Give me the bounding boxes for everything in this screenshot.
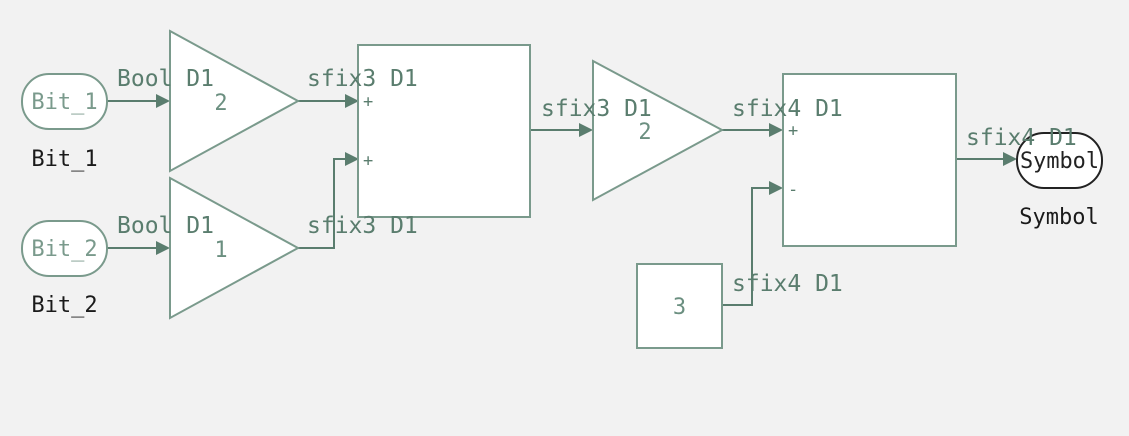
- sum-block-2-sign-1: +: [788, 121, 798, 141]
- sum-block-1-sign-1: +: [363, 92, 373, 112]
- wire-sum2-to-symbol[interactable]: [956, 152, 1017, 166]
- inport-bit1-caption: Bit_1: [31, 147, 97, 172]
- constant-block-value: 3: [673, 295, 686, 320]
- gain-block-2-value: 1: [214, 238, 227, 263]
- inport-bit2-caption: Bit_2: [31, 293, 97, 318]
- gain-block-3[interactable]: 2: [592, 59, 725, 202]
- inport-bit1[interactable]: Bit_1: [21, 73, 108, 130]
- wire-sum1-to-gain3[interactable]: [530, 123, 593, 137]
- gain-block-2[interactable]: 1: [169, 176, 301, 320]
- sum-block-1[interactable]: + +: [357, 44, 531, 218]
- wire-gain3-to-sum2[interactable]: [722, 123, 783, 137]
- sum-block-2-sign-2: -: [788, 180, 798, 200]
- signal-label-gain1: sfix3 D1: [307, 66, 418, 92]
- constant-block[interactable]: 3: [636, 263, 723, 349]
- gain-block-1-value: 2: [214, 91, 227, 116]
- signal-label-sum2: sfix4 D1: [966, 125, 1077, 151]
- inport-bit2[interactable]: Bit_2: [21, 220, 108, 277]
- outport-symbol-caption: Symbol: [1019, 205, 1098, 230]
- wire-constant-to-sum2[interactable]: [722, 181, 783, 306]
- signal-label-constant: sfix4 D1: [732, 271, 843, 297]
- signal-label-bit2: Bool D1: [117, 213, 214, 239]
- sum-block-2[interactable]: + -: [782, 73, 957, 247]
- outport-symbol[interactable]: Symbol: [1016, 132, 1103, 189]
- signal-label-gain3: sfix4 D1: [732, 96, 843, 122]
- wire-bit1-to-gain1[interactable]: [107, 94, 170, 108]
- inport-bit1-label: Bit_1: [31, 90, 97, 115]
- wire-bit2-to-gain2[interactable]: [107, 241, 170, 255]
- signal-label-bit1: Bool D1: [117, 66, 214, 92]
- signal-label-gain2: sfix3 D1: [307, 213, 418, 239]
- gain-block-3-value: 2: [638, 120, 651, 145]
- wire-gain1-to-sum1[interactable]: [298, 94, 359, 108]
- outport-symbol-label: Symbol: [1020, 149, 1099, 174]
- inport-bit2-label: Bit_2: [31, 237, 97, 262]
- signal-label-sum1: sfix3 D1: [541, 96, 652, 122]
- sum-block-1-sign-2: +: [363, 151, 373, 171]
- gain-block-1[interactable]: 2: [169, 29, 301, 173]
- wire-gain2-to-sum1[interactable]: [298, 152, 359, 249]
